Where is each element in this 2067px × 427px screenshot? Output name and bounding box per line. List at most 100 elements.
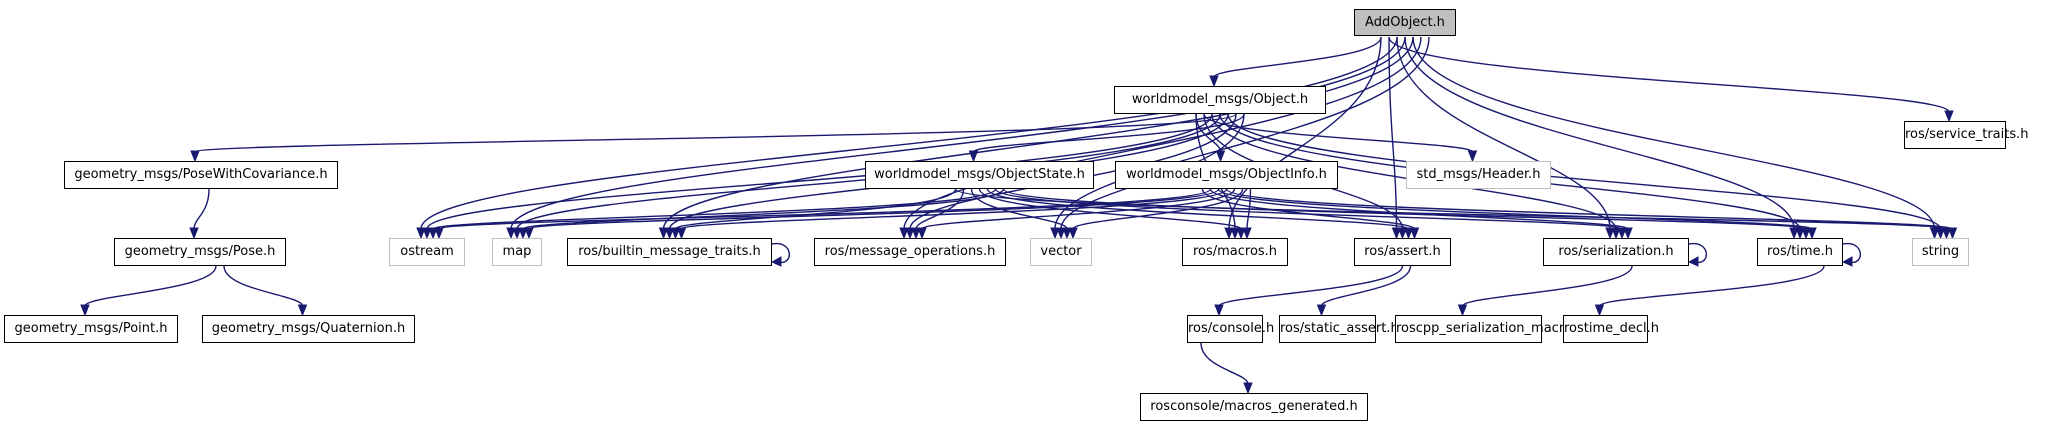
node-ros-macros-h[interactable]: ros/macros.h [1182, 238, 1288, 266]
edge-addobject-to-assert [1388, 36, 1398, 230]
edge-objectinfo-to-vector [1072, 188, 1244, 230]
node-map: map [492, 238, 542, 266]
arrowhead-addobject-to-object [1209, 75, 1219, 88]
edge-addobject-to-ostream [420, 36, 1398, 230]
edge-object-to-ostream [426, 113, 1213, 230]
node-geometry-point-h[interactable]: geometry_msgs/Point.h [4, 315, 178, 343]
arrowhead-objectinfo-to-msgops [917, 227, 927, 240]
node-ros-assert-h[interactable]: ros/assert.h [1354, 238, 1451, 266]
edge-serialization-to-roscpp_ser_macros [1461, 265, 1633, 307]
edge-objectinfo-to-assert [1201, 188, 1416, 230]
arrowhead-objectinfo-to-map [524, 227, 534, 240]
node-ros-serialization-h[interactable]: ros/serialization.h [1543, 238, 1689, 266]
edge-objectinfo-to-serialization [1209, 188, 1629, 230]
edge-time-to-rostime_decl [1598, 265, 1825, 307]
edge-addobject-to-string [1412, 36, 1936, 230]
arrowhead-assert-to-static_assert [1316, 304, 1327, 317]
edge-addobject-to-builtin [662, 36, 1414, 230]
edge-object-to-objectstate [972, 113, 1245, 153]
arrowhead-objectinfo-to-builtin [676, 227, 687, 240]
node-ros-message-operations-h[interactable]: ros/message_operations.h [814, 238, 1006, 266]
arrowhead-object-to-time [1795, 227, 1805, 240]
arrowhead-posewithcov-to-pose [189, 227, 199, 240]
edge-objectinfo-to-time [1217, 188, 1813, 230]
arrowhead-objectinfo-to-string [1947, 227, 1958, 240]
arrowhead-addobject-to-assert [1391, 227, 1402, 240]
edge-object-to-posewithcov [194, 113, 1237, 153]
edge-objectinfo-to-string [1225, 188, 1954, 230]
node-worldmodel-objectstate-h[interactable]: worldmodel_msgs/ObjectState.h [865, 161, 1094, 189]
node-ros-static-assert-h[interactable]: ros/static_assert.h [1279, 315, 1399, 343]
arrowhead-time-self [1841, 256, 1853, 267]
arrowhead-object-to-macros [1230, 227, 1240, 240]
arrowhead-pose-to-quaternion [297, 304, 308, 317]
arrowhead-addobject-to-builtin [658, 227, 669, 240]
arrowhead-objectinfo-to-serialization [1623, 227, 1633, 240]
arrowhead-addobject-to-map [506, 227, 516, 240]
arrowhead-object-to-header [1467, 150, 1478, 163]
edge-serialization-self [1688, 242, 1708, 264]
edge-time-self [1842, 242, 1862, 264]
edge-objectinfo-to-ostream [438, 188, 1212, 230]
node-ros-service-traits-h[interactable]: ros/service_traits.h [1904, 121, 2029, 149]
arrowhead-addobject-to-time [1789, 227, 1799, 240]
edge-addobject-to-time [1404, 36, 1795, 230]
node-addobject-h[interactable]: AddObject.h [1354, 9, 1456, 36]
node-ros-time-h[interactable]: ros/time.h [1757, 238, 1843, 266]
arrowhead-addobject-to-vector [1050, 227, 1060, 240]
node-ros-console-h[interactable]: ros/console.h [1187, 315, 1274, 343]
arrowhead-builtin-self [770, 256, 782, 267]
arrowhead-addobject-to-serialization [1605, 227, 1615, 240]
arrowhead-console-to-macros_generated [1243, 382, 1253, 395]
node-worldmodel-objectinfo-h[interactable]: worldmodel_msgs/ObjectInfo.h [1115, 161, 1338, 189]
node-roscpp-serialization-macros-h[interactable]: roscpp_serialization_macros.h [1395, 315, 1591, 343]
edge-objectstate-to-ostream [432, 188, 997, 230]
arrowhead-objectstate-to-msgops [911, 227, 921, 240]
arrowhead-addobject-to-ostream [416, 227, 426, 240]
arrowhead-objectstate-to-vector [1062, 227, 1072, 240]
arrowhead-objectinfo-to-vector [1068, 227, 1078, 240]
arrowhead-objectstate-to-serialization [1617, 227, 1627, 240]
arrowhead-object-to-objectinfo [1215, 150, 1226, 163]
edge-addobject-to-object [1213, 36, 1382, 78]
edge-addobject-to-serialization [1396, 36, 1611, 230]
arrowhead-addobject-to-msgops [899, 227, 909, 240]
edge-console-to-macros_generated [1200, 342, 1249, 385]
arrowhead-object-to-map [512, 227, 522, 240]
node-rosconsole-macros-generated-h[interactable]: rosconsole/macros_generated.h [1140, 393, 1368, 421]
arrowhead-objectstate-to-string [1941, 227, 1952, 240]
arrowhead-objectinfo-to-macros [1242, 227, 1252, 240]
arrowhead-object-to-builtin [664, 227, 675, 240]
edge-objectinfo-to-msgops [921, 188, 1236, 230]
arrowhead-objectstate-to-time [1801, 227, 1811, 240]
edge-pose-to-point [84, 265, 217, 307]
arrowhead-objectinfo-to-assert [1409, 227, 1420, 240]
node-worldmodel-object-h[interactable]: worldmodel_msgs/Object.h [1114, 86, 1326, 114]
arrowhead-objectinfo-to-ostream [434, 227, 444, 240]
arrowhead-objectstate-to-ostream [428, 227, 438, 240]
node-geometry-pose-h[interactable]: geometry_msgs/Pose.h [114, 238, 286, 266]
node-ostream: ostream [389, 238, 465, 266]
edge-posewithcov-to-pose [193, 188, 210, 230]
arrowhead-object-to-vector [1056, 227, 1066, 240]
edge-assert-to-console [1218, 265, 1404, 307]
edge-objectstate-to-time [1002, 188, 1807, 230]
arrowhead-addobject-to-service_traits [1944, 110, 1954, 123]
edge-addobject-to-macros [1228, 36, 1382, 230]
arrowhead-assert-to-console [1214, 304, 1224, 317]
arrowhead-objectstate-to-map [518, 227, 528, 240]
edge-objectinfo-to-macros [1246, 188, 1252, 230]
node-geometry-posewithcovariance-h[interactable]: geometry_msgs/PoseWithCovariance.h [64, 161, 338, 189]
edge-objectinfo-to-builtin [680, 188, 1228, 230]
arrowhead-serialization-to-roscpp_ser_macros [1457, 304, 1468, 317]
arrowhead-object-to-posewithcov [190, 150, 200, 163]
arrowhead-objectinfo-to-time [1807, 227, 1817, 240]
node-ros-builtin-message-traits-h[interactable]: ros/builtin_message_traits.h [567, 238, 772, 266]
node-rostime-decl-h[interactable]: rostime_decl.h [1563, 315, 1659, 343]
edge-object-to-header [1203, 113, 1474, 153]
edge-object-to-string [1227, 113, 1942, 230]
node-geometry-quaternion-h[interactable]: geometry_msgs/Quaternion.h [202, 315, 415, 343]
node-vector: vector [1030, 238, 1092, 266]
arrowhead-object-to-assert [1397, 227, 1408, 240]
